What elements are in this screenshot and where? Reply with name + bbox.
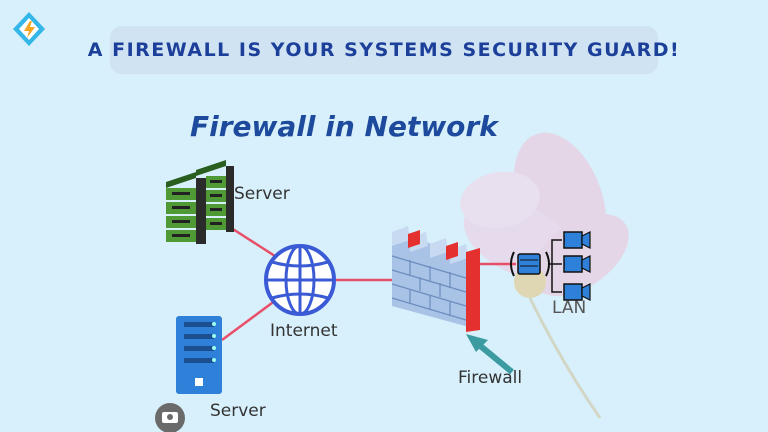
server-rack-icon bbox=[166, 160, 234, 244]
firewall-wall-icon bbox=[391, 226, 480, 332]
lan-camera-node-top-icon bbox=[563, 231, 591, 249]
server-bottom-label: Server bbox=[210, 401, 266, 421]
headline-text: A FIREWALL IS YOUR SYSTEMS SECURITY GUAR… bbox=[87, 39, 681, 61]
server-tower-icon bbox=[176, 316, 222, 394]
brand-logo-icon bbox=[13, 12, 45, 46]
diagram-title: Firewall in Network bbox=[190, 110, 498, 143]
internet-label: Internet bbox=[270, 321, 338, 341]
link-server2-internet bbox=[221, 298, 277, 342]
server-top-label: Server bbox=[234, 184, 290, 204]
firewall-pointer-arrow-icon bbox=[466, 334, 514, 375]
internet-globe-icon bbox=[264, 244, 336, 316]
lan-connectors bbox=[548, 239, 562, 293]
headline-banner: A FIREWALL IS YOUR SYSTEMS SECURITY GUAR… bbox=[88, 26, 679, 74]
lan-camera-node-bottom-icon bbox=[563, 283, 591, 301]
firewall-label: Firewall bbox=[458, 368, 523, 388]
flower-background bbox=[460, 132, 629, 419]
lan-camera-node-middle-icon bbox=[563, 255, 591, 273]
lan-switch-icon bbox=[510, 251, 550, 277]
camera-badge-icon bbox=[155, 403, 185, 432]
lan-label: LAN bbox=[552, 298, 587, 318]
